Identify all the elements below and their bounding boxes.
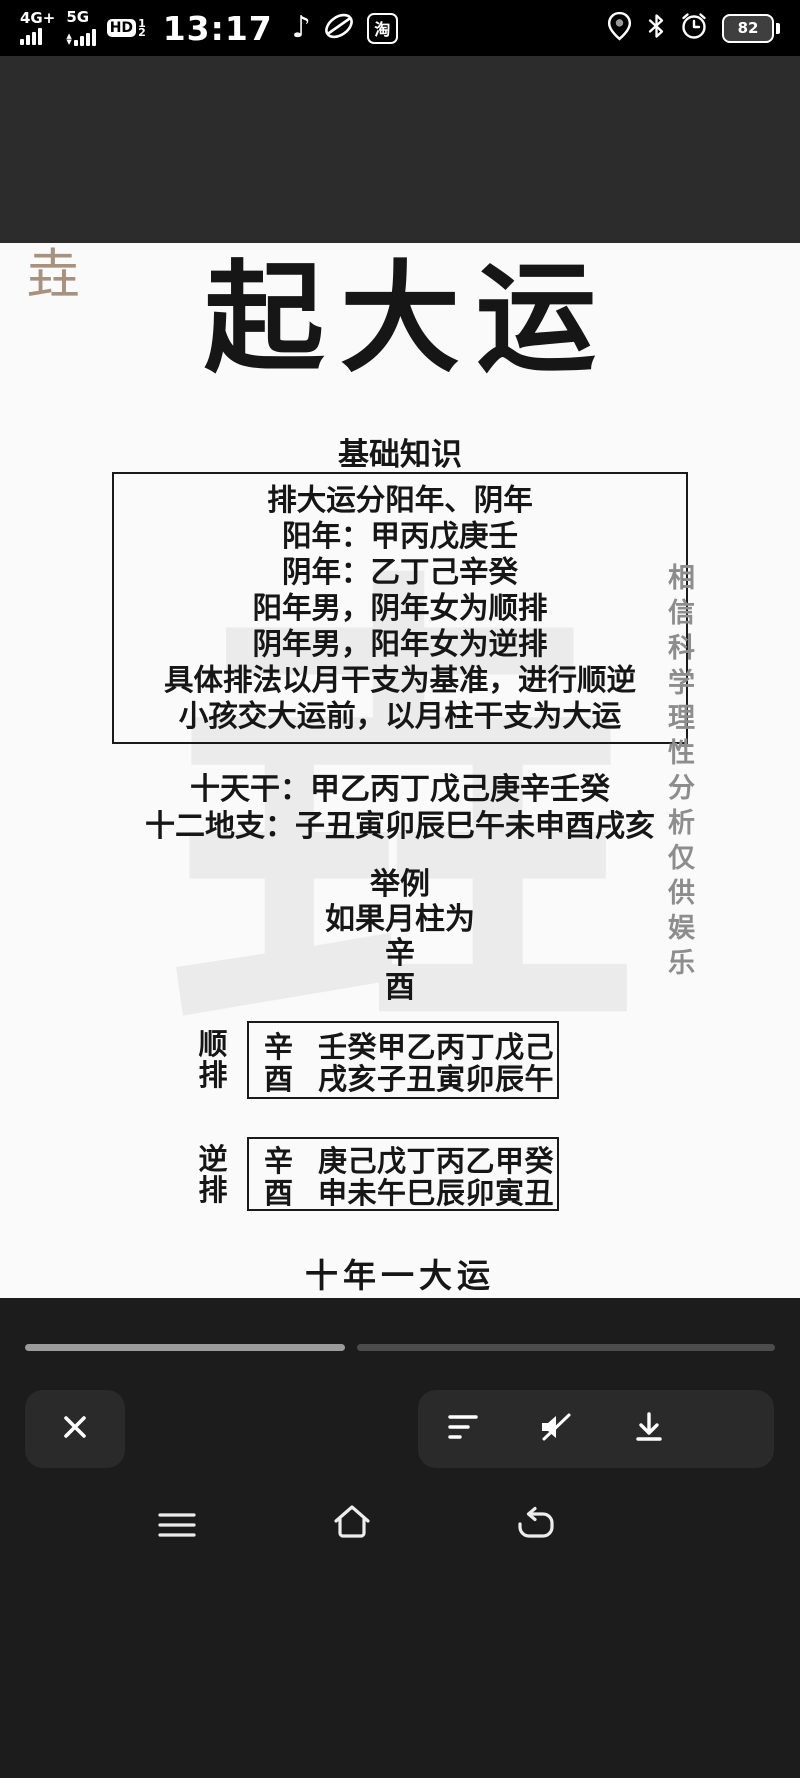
player-area — [0, 1298, 800, 1778]
example-heading: 举例 — [370, 867, 430, 902]
forward-order-box: 辛 壬癸甲乙丙丁戊己 酉 戌亥子丑寅卯辰午 — [247, 1021, 559, 1099]
earthly-branches-line: 十二地支：子丑寅卯辰巳午未申酉戌亥 — [145, 809, 655, 844]
video-letterbox-top — [0, 56, 800, 243]
nav-back-button[interactable] — [514, 1506, 558, 1548]
volte-hd-badge: HD 1 2 — [106, 16, 146, 39]
network-5g-label: 5G — [66, 8, 90, 26]
data-arrows-icon: ▲▼ — [66, 31, 72, 47]
hd-icon: HD — [106, 19, 137, 37]
closing-line: 十年一大运 — [305, 1256, 495, 1295]
poster-image[interactable]: 垚 垚 起大运 基础知识 排大运分阳年、阴年 阳年：甲丙戊庚壬 阴年：乙丁己辛癸… — [0, 243, 800, 1298]
info-line: 小孩交大运前，以月柱干支为大运 — [178, 698, 622, 733]
signal-5g: 5G ▲▼ — [66, 8, 96, 47]
battery-percent-label: 82 — [737, 19, 759, 37]
nav-home-button[interactable] — [330, 1502, 374, 1546]
poster-title: 起大运 — [204, 248, 612, 389]
info-line: 阳年男，阴年女为顺排 — [252, 590, 548, 625]
close-button[interactable] — [25, 1390, 125, 1468]
close-icon — [58, 1410, 92, 1448]
table-row: 酉 戌亥子丑寅卯辰午 — [264, 1062, 555, 1096]
taobao-icon: 淘 — [366, 12, 398, 44]
player-controls-pill — [418, 1390, 774, 1468]
network-4g-label: 4G+ — [20, 9, 56, 27]
info-line: 排大运分阳年、阴年 — [267, 482, 533, 517]
battery-indicator: 82 — [722, 13, 780, 43]
table-row: 辛 庚己戊丁丙乙甲癸 — [264, 1144, 555, 1178]
battery-nub — [776, 22, 780, 34]
info-line: 阳年：甲丙戊庚壬 — [281, 518, 518, 553]
playlist-button[interactable] — [446, 1412, 480, 1446]
reverse-order-label: 逆 排 — [198, 1142, 228, 1207]
tiktok-note-icon: ♪ — [291, 10, 311, 45]
nav-menu-button[interactable] — [156, 1508, 198, 1546]
progress-bar-played[interactable] — [25, 1344, 345, 1351]
example-branch: 酉 — [385, 970, 415, 1005]
example-intro: 如果月柱为 — [325, 902, 475, 937]
basics-info-box: 排大运分阳年、阴年 阳年：甲丙戊庚壬 阴年：乙丁己辛癸 阳年男，阴年女为顺排 阴… — [112, 472, 688, 744]
signal-4g: 4G+ — [20, 11, 55, 45]
hd-sim1-label: 1 — [138, 16, 146, 30]
location-icon — [606, 11, 633, 46]
status-time: 13:17 — [162, 8, 273, 48]
status-bar: 4G+ 5G ▲▼ HD 1 2 13:17 ♪ 淘 — [0, 0, 800, 56]
table-row: 酉 申未午巳辰卯寅丑 — [264, 1176, 555, 1210]
signal-bars-4g-icon — [20, 28, 42, 45]
progress-bar-remaining[interactable] — [357, 1344, 775, 1351]
bluetooth-icon — [646, 12, 666, 44]
info-line: 具体排法以月干支为基准，进行顺逆 — [163, 662, 636, 697]
corner-logo: 垚 — [26, 243, 80, 306]
download-button[interactable] — [632, 1410, 666, 1448]
hd-sim2-label: 2 — [138, 26, 146, 39]
reverse-order-box: 辛 庚己戊丁丙乙甲癸 酉 申未午巳辰卯寅丑 — [247, 1137, 559, 1211]
oval-app-icon — [322, 10, 356, 46]
heavenly-stems-line: 十天干：甲乙丙丁戊己庚辛壬癸 — [190, 772, 610, 807]
signal-bars-5g-icon — [73, 29, 96, 46]
background-watermark: 垚 — [160, 531, 640, 1095]
alarm-clock-icon — [679, 11, 709, 45]
info-line: 阴年：乙丁己辛癸 — [281, 554, 518, 589]
section-heading: 基础知识 — [338, 437, 462, 473]
example-stem: 辛 — [385, 936, 415, 971]
table-row: 辛 壬癸甲乙丙丁戊己 — [264, 1030, 555, 1064]
forward-order-label: 顺 排 — [198, 1027, 228, 1092]
info-line: 阴年男，阳年女为逆排 — [252, 626, 548, 661]
mute-button[interactable] — [538, 1411, 574, 1447]
side-disclaimer: 相信科学理性分析仅供娱乐 — [663, 563, 694, 983]
